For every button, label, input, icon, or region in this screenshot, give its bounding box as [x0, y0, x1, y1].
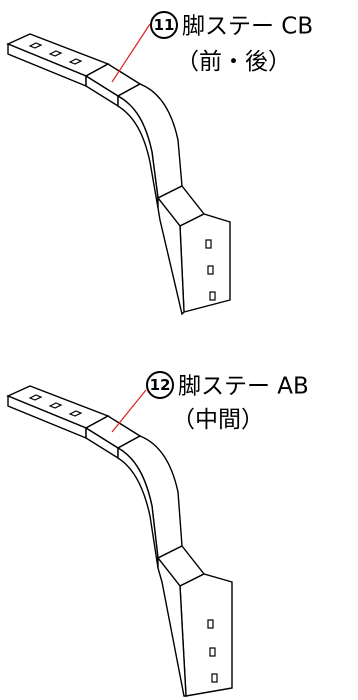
- part-number-circle: 12: [146, 370, 174, 399]
- part-name: 脚ステー CB: [182, 13, 314, 40]
- leg-stay-cb-drawing: [6, 23, 231, 316]
- leg-stay-ab-drawing: [6, 385, 233, 697]
- part-position: （中間）: [172, 407, 264, 433]
- part-number-circle: 11: [150, 10, 178, 39]
- leader-line: [111, 389, 147, 433]
- part-position: （前・後）: [176, 49, 291, 75]
- leader-line: [111, 23, 151, 83]
- part-name: 脚ステー AB: [178, 373, 309, 400]
